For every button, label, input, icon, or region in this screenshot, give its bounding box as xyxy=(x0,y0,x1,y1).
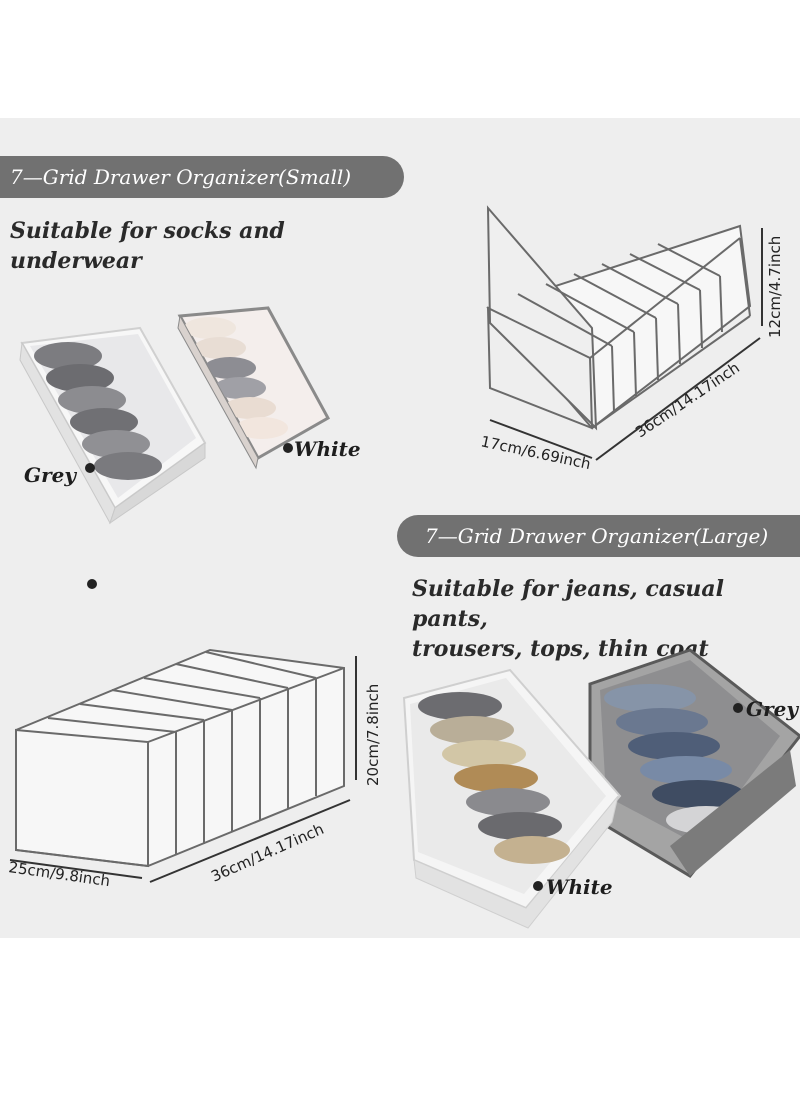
small-height-label: 12cm/4.7inch xyxy=(766,236,784,338)
small-white-label: White xyxy=(294,437,361,461)
large-grey-label: Grey xyxy=(746,697,799,721)
large-title-banner: 7—Grid Drawer Organizer(Large) xyxy=(397,515,800,557)
large-white-label: White xyxy=(546,875,613,899)
large-organizer-photo: White Grey xyxy=(402,648,800,929)
large-grey-box xyxy=(588,648,800,878)
small-title: 7—Grid Drawer Organizer(Small) xyxy=(10,165,352,189)
large-width-label: 25cm/9.8inch xyxy=(7,858,111,890)
small-grey-dot xyxy=(85,463,95,473)
small-description-line-1: Suitable for socks and xyxy=(10,218,285,244)
large-height-label: 20cm/7.8inch xyxy=(364,684,382,786)
large-title: 7—Grid Drawer Organizer(Large) xyxy=(425,524,769,548)
white-marker-dot xyxy=(283,443,293,453)
small-description: Suitable for socks and underwear xyxy=(10,216,310,276)
small-grey-tag: Grey xyxy=(24,463,95,487)
grey-marker-dot xyxy=(87,579,97,589)
large-description-line-2: trousers, tops, thin coat xyxy=(412,636,709,662)
small-description-line-2: underwear xyxy=(10,248,142,274)
small-grey-label: Grey xyxy=(24,463,77,487)
small-white-box xyxy=(177,306,331,470)
small-title-banner: 7—Grid Drawer Organizer(Small) xyxy=(0,156,404,198)
product-infographic: 7—Grid Drawer Organizer(Small) Suitable … xyxy=(0,118,800,938)
large-dimension-diagram: 25cm/9.8inch 36cm/14.17inch 20cm/7.8inch xyxy=(7,648,382,890)
small-dimension-diagram: 17cm/6.69inch 36cm/14.17inch 12cm/4.7inc… xyxy=(479,205,784,473)
small-organizer-photo: White xyxy=(19,306,361,589)
small-grey-box xyxy=(19,326,207,525)
small-width-label: 17cm/6.69inch xyxy=(479,432,592,473)
large-description: Suitable for jeans, casual pants, trouse… xyxy=(412,574,800,664)
large-white-dot xyxy=(533,881,543,891)
large-white-box xyxy=(402,668,622,929)
large-description-line-1: Suitable for jeans, casual pants, xyxy=(412,576,724,632)
large-grey-dot xyxy=(733,703,743,713)
